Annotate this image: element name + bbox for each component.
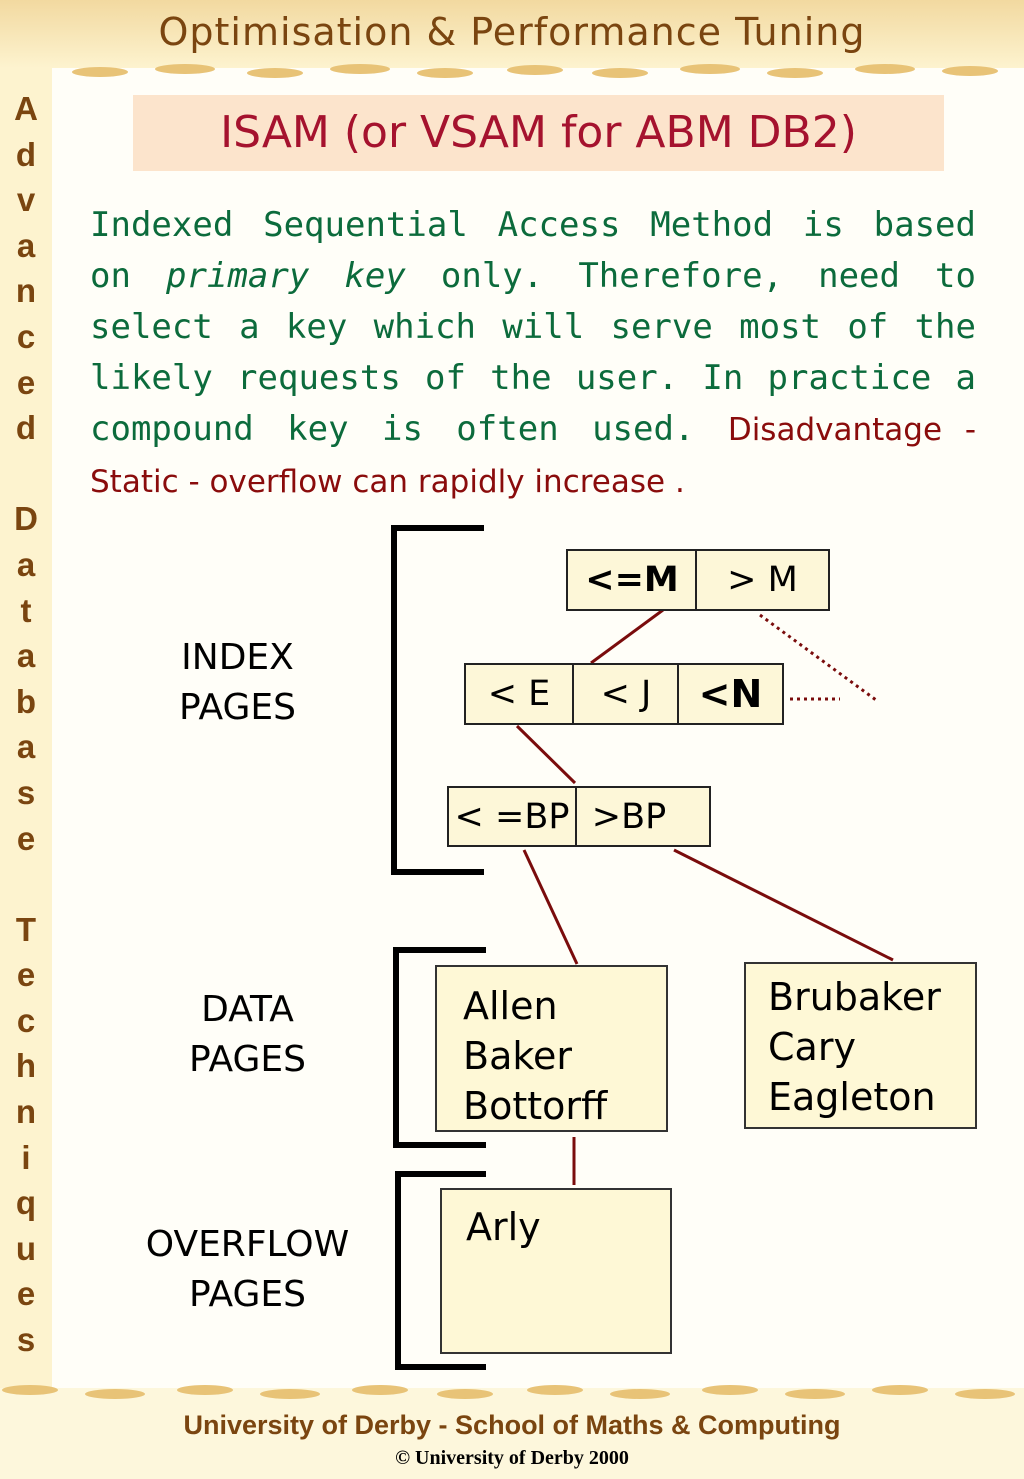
cell-divider [575, 788, 577, 845]
vertical-title-letter: e [16, 819, 36, 857]
record: Arly [466, 1205, 541, 1249]
vertical-title-letter: s [16, 773, 36, 811]
index-bracket [391, 525, 484, 875]
data-label-line2: PAGES [189, 1039, 306, 1080]
vertical-title-letter: e [16, 1275, 36, 1313]
vertical-title-letter: c [16, 1001, 36, 1039]
link-bp-to-brubaker [673, 848, 894, 962]
record: Cary [768, 1025, 856, 1069]
footer-copyright: © University of Derby 2000 [395, 1447, 629, 1469]
record: Brubaker [768, 975, 941, 1019]
overflow-label-line1: OVERFLOW [145, 1224, 350, 1265]
index-label-line2: PAGES [179, 687, 296, 728]
data-page-2: Brubaker Cary Eagleton [744, 962, 977, 1129]
header-bar: Optimisation & Performance Tuning [0, 0, 1024, 68]
data-pages-label: DATA PAGES [160, 985, 335, 1085]
link-m-to-e [590, 608, 664, 665]
slide-title: ISAM (or VSAM for ABM DB2) [220, 107, 857, 158]
vertical-title-letter: a [16, 637, 36, 675]
cell-divider [695, 551, 697, 609]
vertical-title-letter: i [21, 1138, 31, 1176]
overflow-page: Arly [440, 1188, 672, 1354]
vertical-title-letter: e [16, 956, 36, 994]
vertical-title-letter: T [15, 910, 37, 948]
vertical-title-letter: n [15, 272, 37, 310]
vertical-title-letter: a [16, 226, 36, 264]
paragraph-text-1: Indexed Sequential Access Method is base… [90, 205, 976, 296]
index-key-cell: < J [600, 674, 652, 714]
vertical-title-letter: u [15, 1229, 37, 1267]
index-key-cell: < E [487, 674, 551, 714]
vertical-title-letter: n [15, 1093, 37, 1131]
vertical-title-letter: h [15, 1047, 37, 1085]
index-key-cell: <=M [585, 560, 679, 600]
cell-divider [572, 665, 574, 723]
record: Baker [463, 1034, 573, 1078]
index-key-cell: > M [727, 560, 798, 600]
index-key-cell: >BP [591, 796, 667, 837]
description-paragraph: Indexed Sequential Access Method is base… [90, 200, 976, 508]
vertical-title-letter: a [16, 728, 36, 766]
index-node-level1: <=M > M [566, 549, 830, 611]
link-e-to-bp [515, 724, 577, 785]
link-m-dotted [759, 613, 877, 702]
link-bp-to-allen [522, 849, 579, 965]
slide-title-box: ISAM (or VSAM for ABM DB2) [133, 95, 944, 171]
vertical-title-letter: b [15, 682, 37, 720]
index-key-cell: < =BP [454, 796, 570, 837]
index-node-level2: < E < J <N [464, 663, 784, 725]
record: Allen [463, 984, 558, 1028]
sidebar [0, 68, 52, 1388]
vertical-title-letter: q [15, 1184, 37, 1222]
index-node-level3: < =BP >BP [447, 786, 711, 847]
cell-divider [677, 665, 679, 723]
vertical-title-letter: d [15, 135, 37, 173]
footer-institution: University of Derby - School of Maths & … [183, 1410, 841, 1440]
paragraph-emphasis: primary key [166, 256, 406, 296]
vertical-title-letter: e [16, 363, 36, 401]
vertical-title-letter: v [16, 181, 36, 219]
vertical-title-letter: d [15, 409, 37, 447]
vertical-title-letter: s [16, 1321, 36, 1359]
index-key-cell: <N [698, 672, 763, 716]
vertical-title-letter: t [20, 591, 32, 629]
overflow-bracket [395, 1171, 486, 1370]
overflow-label-line2: PAGES [189, 1274, 306, 1315]
data-label-line1: DATA [201, 989, 294, 1030]
record: Eagleton [768, 1075, 936, 1119]
vertical-title-letter: a [16, 545, 36, 583]
header-title: Optimisation & Performance Tuning [158, 10, 866, 54]
overflow-pages-label: OVERFLOW PAGES [120, 1220, 375, 1320]
record: Bottorff [463, 1084, 608, 1128]
vertical-title-letter: A [14, 90, 38, 127]
data-page-1: Allen Baker Bottorff [435, 965, 668, 1132]
data-bracket [393, 947, 486, 1148]
index-pages-label: INDEX PAGES [150, 633, 325, 733]
paragraph-text-2: only. Therefore, need to select a key wh… [90, 256, 976, 449]
slide-content-area [52, 68, 1024, 1388]
index-label-line1: INDEX [181, 637, 294, 678]
paragraph-disadvantage: Disadvantage - Static - overflow can rap… [90, 412, 977, 500]
vertical-title-letter: c [16, 317, 36, 355]
vertical-title-letter: D [14, 500, 38, 538]
